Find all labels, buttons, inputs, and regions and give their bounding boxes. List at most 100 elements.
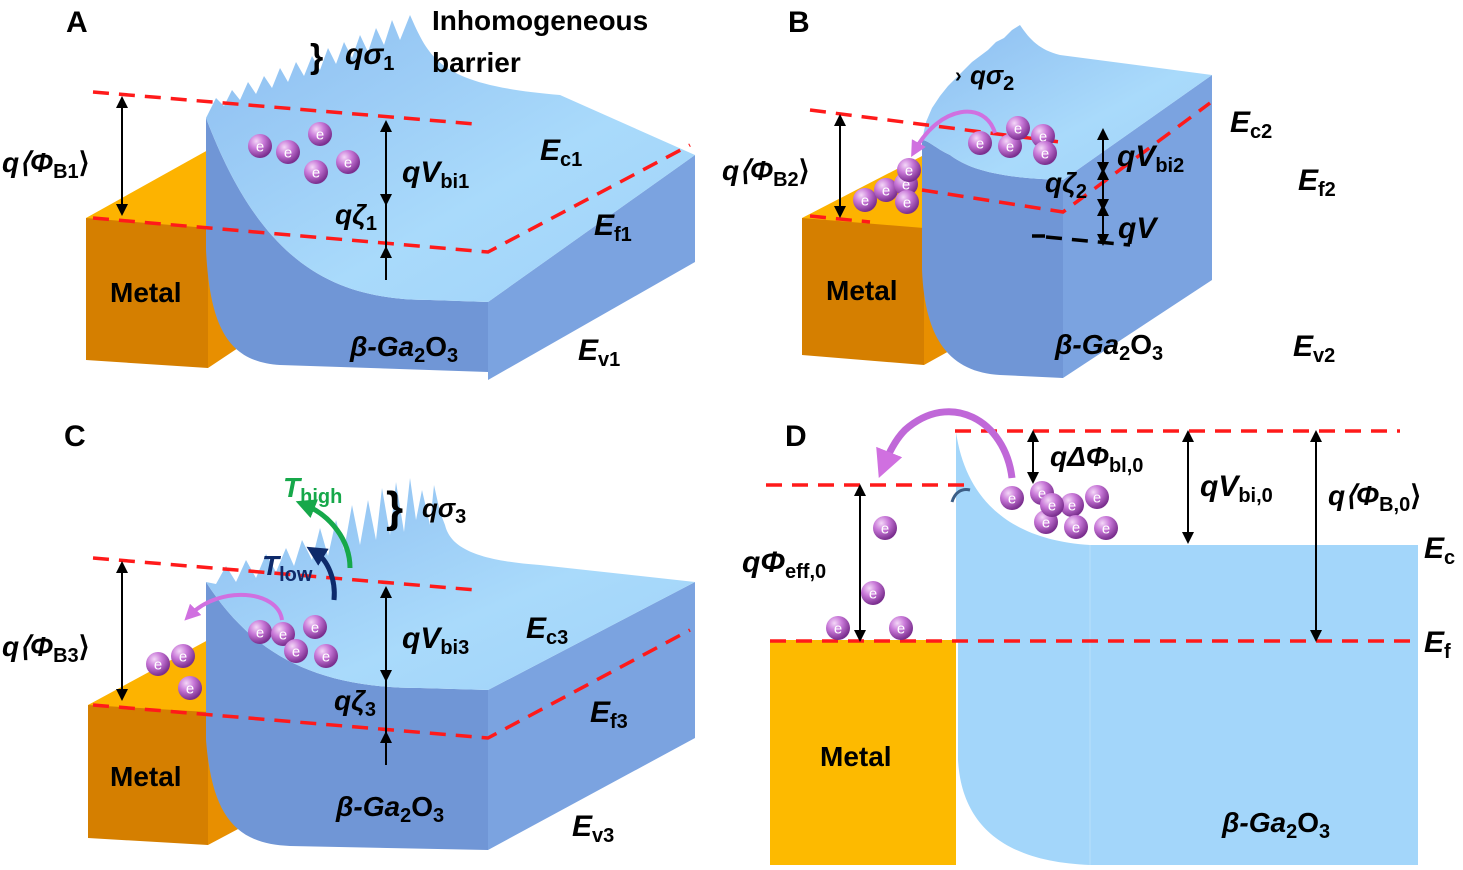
electron-sphere: [276, 140, 300, 164]
electron-sphere: [853, 188, 877, 212]
electron-sphere: [314, 644, 338, 668]
electron-sphere: [861, 581, 885, 605]
metal-label-b: Metal: [826, 275, 898, 306]
electron-label: e: [1042, 515, 1050, 532]
electron-label: e: [1102, 521, 1110, 538]
electron: e: [1000, 486, 1024, 510]
metal-block-front: [802, 218, 924, 365]
electron: e: [826, 616, 850, 640]
semiconductor-top-surface: [922, 25, 1212, 180]
electron-sphere: [1000, 486, 1024, 510]
electron-sphere: [248, 134, 272, 158]
metal-label-d: Metal: [820, 741, 892, 772]
electron-label: e: [179, 649, 187, 666]
electron-label: e: [292, 644, 300, 661]
vbi-label-d: qVbi,0: [1200, 470, 1273, 507]
panel-letter-a: A: [66, 6, 88, 39]
panel-letter-b: B: [788, 6, 810, 39]
semiconductor-top-surface: [206, 478, 695, 690]
electron: e: [889, 616, 913, 640]
zeta-label-a: qζ1: [335, 199, 377, 235]
ec-label-c: Ec3: [526, 612, 568, 649]
electron-label: e: [881, 521, 889, 538]
image-force-lowering-arc: [950, 488, 971, 503]
electron: e: [336, 150, 360, 174]
electron-label: e: [897, 621, 905, 638]
ef-label-c: Ef3: [590, 696, 628, 733]
electron-label: e: [154, 657, 162, 674]
electron-label: e: [279, 627, 287, 644]
electron: e: [1085, 485, 1109, 509]
electron-sphere: [873, 516, 897, 540]
electron: e: [1040, 493, 1064, 517]
electron: e: [314, 644, 338, 668]
electron-label: e: [1006, 139, 1014, 156]
electron: e: [303, 615, 327, 639]
ef-label-b: Ef2: [1298, 164, 1336, 201]
t-high-label: Thigh: [283, 472, 342, 508]
electron-label: e: [861, 193, 869, 210]
electron-label: e: [1048, 498, 1056, 515]
emission-arrow: [876, 408, 1016, 479]
electron-sphere: [336, 150, 360, 174]
electron: e: [146, 652, 170, 676]
ec-label-a: Ec1: [540, 134, 582, 171]
electron-label: e: [869, 586, 877, 603]
zeta-label-b: qζ2: [1045, 167, 1087, 203]
electron: e: [874, 178, 898, 202]
electron-label: e: [905, 163, 913, 180]
electron-sphere: [1085, 485, 1109, 509]
semiconductor-front: [206, 582, 488, 850]
vbi-label-a: qVbi1: [402, 156, 469, 193]
electron-label: e: [1039, 129, 1047, 146]
electron-label: e: [256, 139, 264, 156]
barrier-top-dashed-line: [92, 556, 477, 592]
barrier-height-label-a: q⟨ΦB1⟩: [2, 147, 90, 183]
barrier-height-label-c: q⟨ΦB3⟩: [2, 631, 90, 667]
sigma-label-a: qσ1: [345, 38, 394, 75]
semiconductor-region: [956, 432, 1418, 865]
electron-sphere: [826, 616, 850, 640]
panel-letter-d: D: [785, 420, 807, 453]
semiconductor-label-d: β-Ga2O3: [1221, 807, 1330, 843]
electron-sphere: [874, 178, 898, 202]
t-low-label: Tlow: [262, 550, 313, 586]
sigma-brace: }: [310, 38, 323, 76]
electron-sphere: [178, 676, 202, 700]
fermi-level-dashed-line: [809, 214, 871, 224]
electron: e: [248, 620, 272, 644]
electron-sphere: [1060, 493, 1084, 517]
bias-dashed-line: [1045, 235, 1131, 247]
panel-letter-c: C: [64, 420, 86, 453]
electron: e: [998, 134, 1022, 158]
semiconductor-top-surface: [206, 15, 695, 302]
metal-label-c: Metal: [110, 761, 182, 792]
electron-label: e: [186, 681, 194, 698]
electron-label: e: [1008, 491, 1016, 508]
electron-sphere: [303, 615, 327, 639]
electron-label: e: [284, 145, 292, 162]
electron-sphere: [271, 622, 295, 646]
electron: e: [1006, 116, 1030, 140]
electron-label: e: [1041, 146, 1049, 163]
electron: e: [1033, 141, 1057, 165]
zeta-label-c: qζ3: [334, 685, 376, 721]
barrier-top-dashed-line: [92, 90, 476, 126]
electron-sphere: [1033, 141, 1057, 165]
electron-sphere: [146, 652, 170, 676]
tunneling-arrow: [911, 109, 997, 157]
semiconductor-front: [206, 118, 488, 372]
fermi-level-dashed-line: [92, 628, 691, 740]
electron-sphere: [248, 620, 272, 644]
sigma-label-b: qσ2: [970, 60, 1014, 95]
ev-label-c: Ev3: [572, 810, 614, 847]
electron: e: [1094, 516, 1118, 540]
electron-label: e: [256, 625, 264, 642]
